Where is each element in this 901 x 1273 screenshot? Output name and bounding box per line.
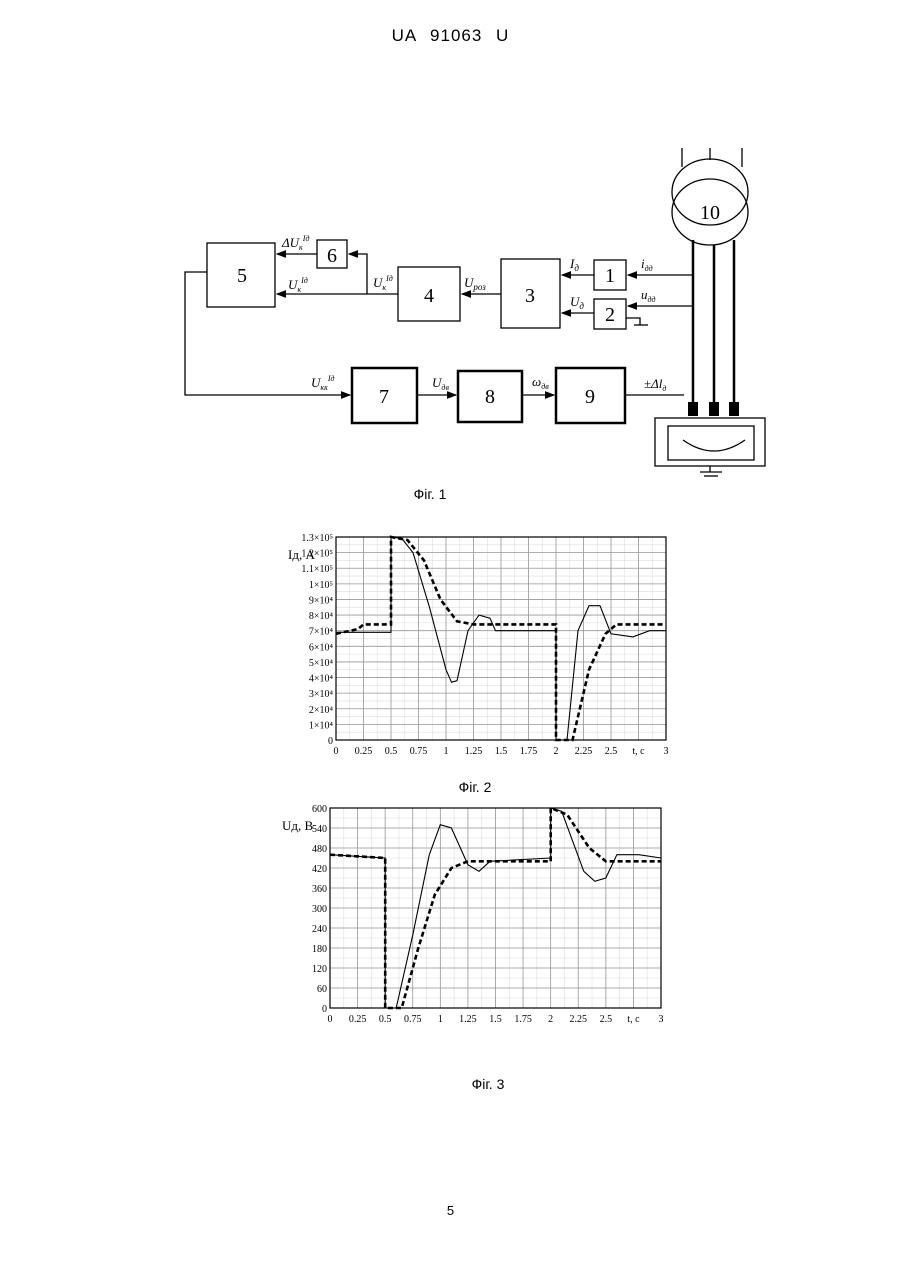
block-diagram: 5 6 4 3 1 2 7 8 9 10 Iд Uд Uроз UкIд UкI… — [0, 0, 901, 500]
page-number: 5 — [0, 1203, 901, 1218]
x-tick-label: 0 — [334, 746, 339, 757]
x-tick-label: 2.25 — [570, 1014, 588, 1025]
y-axis-label: Uд, В — [282, 818, 314, 833]
x-tick-label: 0.5 — [385, 746, 398, 757]
x-tick-label: 1.25 — [465, 746, 483, 757]
chart-fig3: 0 60 120 180 240 300 360 420 480 540 600 0 0.25 0.5 0.… — [270, 798, 670, 1030]
block-1-label: 1 — [605, 265, 615, 287]
x-tick-label: 2 — [554, 746, 559, 757]
x-tick-label: 1 — [438, 1014, 443, 1025]
chart-fig2: 0 1×10⁴ 2×10⁴ 3×10⁴ 4×10⁴ 5×10⁴ 6×10⁴ 7×10⁴ 8×10… — [270, 525, 670, 765]
x-tick-label: 1.75 — [520, 746, 538, 757]
y-tick-label: 1.3×10⁵ — [301, 533, 333, 544]
y-tick-label: 5×10⁴ — [309, 658, 334, 669]
signal-udv-label: Uдв — [432, 375, 449, 392]
y-tick-label: 9×10⁴ — [309, 595, 334, 606]
signal-duk-label: ΔUкIд — [281, 234, 310, 252]
y-tick-label: 0 — [322, 1004, 327, 1015]
y-tick-label: 420 — [312, 864, 327, 875]
y-tick-label: 240 — [312, 924, 327, 935]
x-tick-label: 3 — [664, 746, 669, 757]
y-tick-label: 7×10⁴ — [309, 627, 334, 638]
x-tick-label: 1 — [444, 746, 449, 757]
fig2-caption: Фіг. 2 — [415, 779, 535, 795]
signal-omega-label: ωдв — [532, 374, 549, 391]
x-tick-label: 1.25 — [459, 1014, 477, 1025]
x-tick-label: 0.75 — [410, 746, 428, 757]
x-tick-label: 1.75 — [514, 1014, 532, 1025]
signal-uk2-label: UкIд — [288, 276, 308, 294]
x-tick-label: 0.75 — [404, 1014, 422, 1025]
signal-uroz-label: Uроз — [464, 275, 486, 292]
y-tick-label: 540 — [312, 824, 327, 835]
y-tick-label: 480 — [312, 844, 327, 855]
block-4-label: 4 — [424, 285, 434, 307]
x-tick-label: 3 — [659, 1014, 664, 1025]
x-tick-label: 2.5 — [600, 1014, 613, 1025]
block-10-label: 10 — [700, 202, 720, 224]
signal-uk-label: UкIд — [373, 274, 393, 292]
x-tick-label: 1.5 — [489, 1014, 502, 1025]
block-5-label: 5 — [237, 265, 247, 287]
y-tick-label: 360 — [312, 884, 327, 895]
block-3-label: 3 — [525, 285, 535, 307]
block-8-label: 8 — [485, 386, 495, 408]
signal-dl-label: ±Δlд — [644, 376, 666, 393]
y-tick-label: 1.1×10⁵ — [301, 564, 333, 575]
signal-id-label: Iд — [569, 256, 579, 273]
y-tick-label: 6×10⁴ — [309, 642, 334, 653]
signal-ida-label: iдд — [641, 256, 653, 273]
block-9-label: 9 — [585, 386, 595, 408]
y-tick-label: 1×10⁵ — [309, 580, 333, 591]
x-tick-label: 1.5 — [495, 746, 508, 757]
y-tick-label: 3×10⁴ — [309, 689, 334, 700]
y-tick-label: 600 — [312, 804, 327, 815]
x-tick-label: 0.25 — [349, 1014, 367, 1025]
x-tick-label: 2.5 — [605, 746, 618, 757]
y-tick-label: 4×10⁴ — [309, 674, 334, 685]
furnace — [655, 418, 765, 466]
y-tick-label: 2×10⁴ — [309, 705, 334, 716]
x-tick-label: t, c — [627, 1014, 640, 1025]
block-6-label: 6 — [327, 245, 337, 267]
x-tick-label: 2 — [548, 1014, 553, 1025]
y-axis-label: Iд, А — [288, 547, 315, 562]
y-tick-label: 8×10⁴ — [309, 611, 334, 622]
y-tick-label: 180 — [312, 944, 327, 955]
x-tick-label: 0.25 — [355, 746, 373, 757]
y-tick-label: 60 — [317, 984, 327, 995]
x-tick-label: t, c — [632, 746, 645, 757]
fig1-caption: Фіг. 1 — [370, 486, 490, 502]
x-tick-label: 2.25 — [575, 746, 593, 757]
signal-ukk-label: UккIд — [311, 374, 335, 392]
block-7-label: 7 — [379, 386, 389, 408]
y-tick-label: 120 — [312, 964, 327, 975]
y-tick-label: 1×10⁴ — [309, 720, 334, 731]
signal-uda-label: uдд — [641, 287, 656, 304]
y-tick-label: 300 — [312, 904, 327, 915]
block-2-label: 2 — [605, 304, 615, 326]
x-tick-label: 0 — [328, 1014, 333, 1025]
y-tick-label: 0 — [328, 736, 333, 747]
signal-ud-label: Uд — [570, 294, 584, 311]
fig3-caption: Фіг. 3 — [428, 1076, 548, 1092]
x-tick-label: 0.5 — [379, 1014, 392, 1025]
